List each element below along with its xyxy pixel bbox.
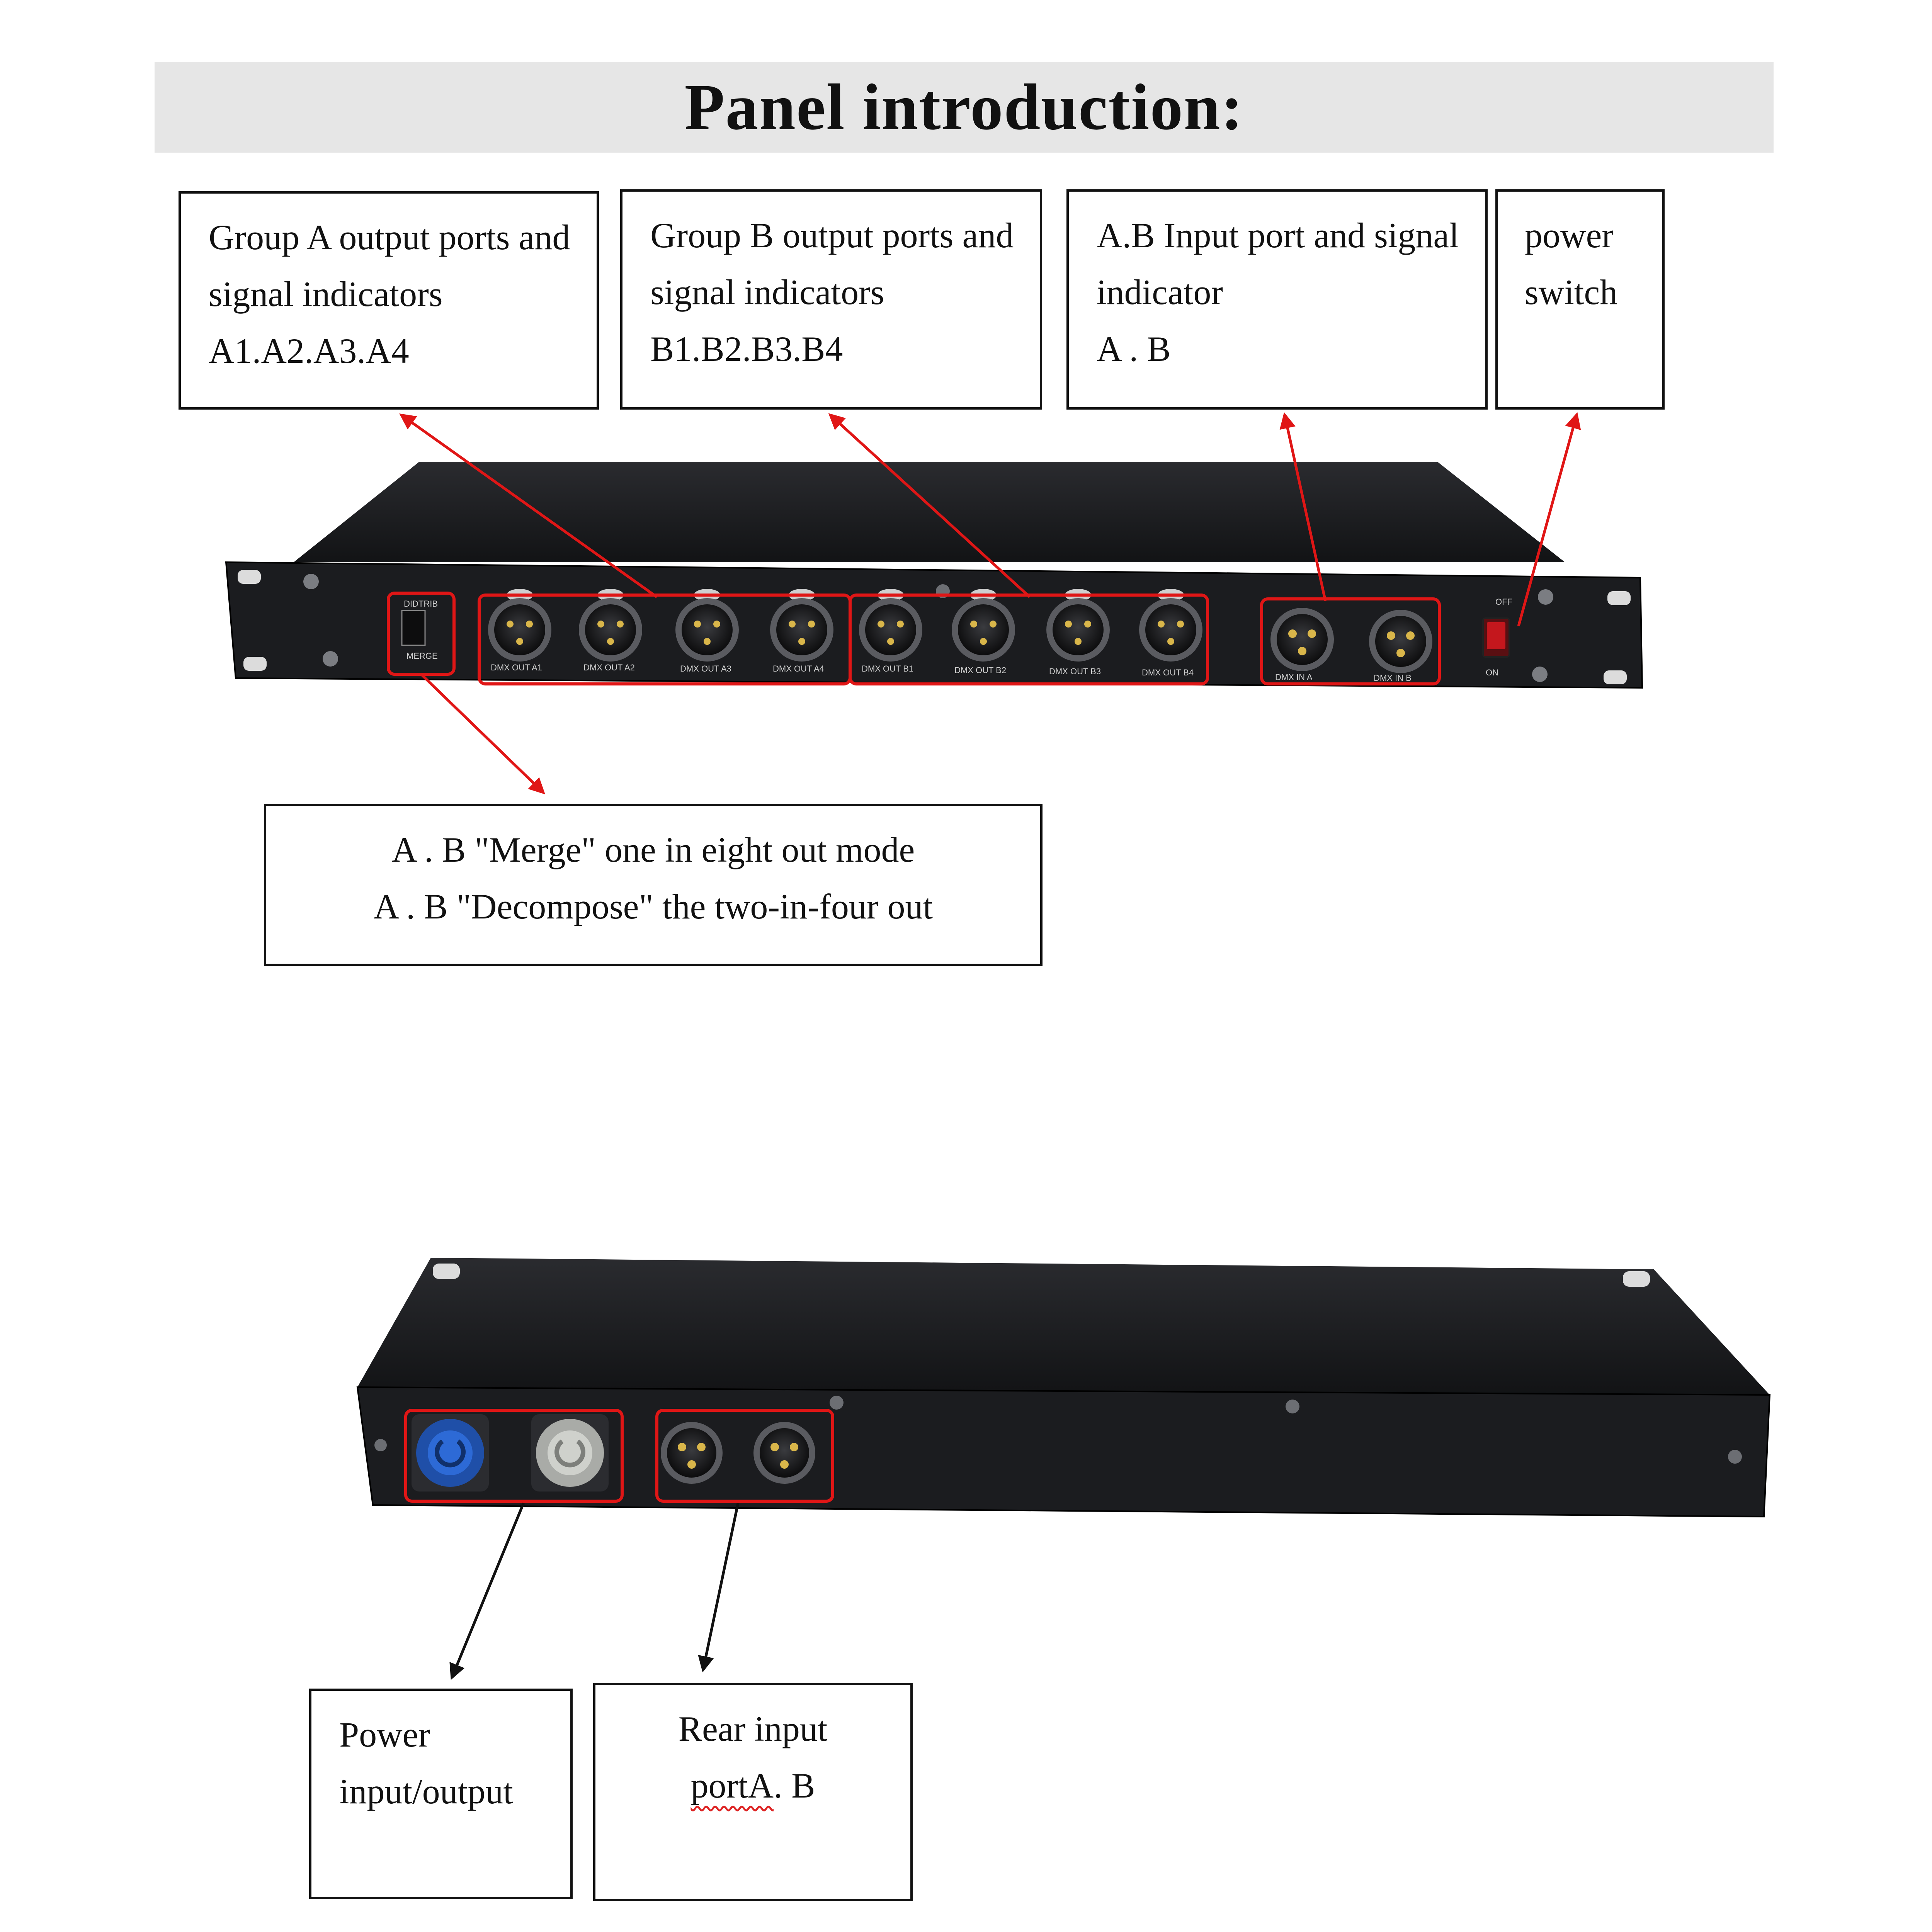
out-label: DMX OUT B1 bbox=[862, 664, 913, 673]
in-label: DMX IN B bbox=[1374, 673, 1412, 683]
dmx-out-b1 bbox=[859, 589, 922, 662]
callout-line: Rear input bbox=[678, 1709, 828, 1748]
out-label: DMX OUT B2 bbox=[954, 665, 1006, 675]
callout-line: signal indicators bbox=[650, 272, 884, 312]
out-label: DMX OUT A4 bbox=[773, 664, 824, 673]
title-bar: Panel introduction: bbox=[155, 62, 1774, 153]
rack-ear-slot bbox=[433, 1264, 460, 1279]
highlight-power-io bbox=[404, 1409, 624, 1503]
out-label: DMX OUT A3 bbox=[680, 664, 731, 673]
callout-rear-input: Rear input portA. B bbox=[593, 1683, 913, 1901]
dmx-out-b4 bbox=[1139, 589, 1202, 662]
callout-word: portA bbox=[690, 1766, 774, 1806]
rear-xlr-b bbox=[753, 1422, 815, 1484]
dmx-out-a2 bbox=[579, 589, 642, 662]
off-label: OFF bbox=[1495, 597, 1512, 607]
out-label: DMX OUT A2 bbox=[583, 663, 635, 672]
callout-group-a: Group A output ports and signal indicato… bbox=[179, 191, 599, 410]
callout-mode: A . B "Merge" one in eight out mode A . … bbox=[264, 804, 1043, 966]
callout-power-io: Power input/output bbox=[309, 1689, 573, 1899]
arrow-ab-input bbox=[1279, 412, 1327, 601]
mode-switch bbox=[401, 610, 426, 646]
out-label: DMX OUT A1 bbox=[491, 663, 542, 672]
highlight-inputs bbox=[1260, 597, 1441, 685]
in-label: DMX IN A bbox=[1275, 672, 1313, 682]
out-label: DMX OUT B3 bbox=[1049, 667, 1101, 676]
dmx-out-a1 bbox=[488, 589, 551, 662]
arrow-power-switch bbox=[1517, 412, 1581, 626]
powercon-out bbox=[531, 1414, 609, 1492]
rack-ear-slot bbox=[1607, 591, 1631, 605]
callout-line: input/output bbox=[339, 1772, 513, 1811]
power-rocker-face bbox=[1487, 622, 1505, 649]
dmx-in-a bbox=[1270, 608, 1334, 671]
front-top-face bbox=[294, 462, 1565, 562]
rear-top-face bbox=[357, 1258, 1770, 1395]
rack-ear-slot bbox=[1604, 670, 1627, 684]
callout-line: switch bbox=[1525, 272, 1618, 312]
arrow-group-a bbox=[399, 413, 658, 598]
out-label: DMX OUT B4 bbox=[1142, 668, 1194, 677]
dmx-in-b bbox=[1369, 610, 1432, 673]
callout-line: portA. B bbox=[595, 1757, 910, 1814]
callout-line: Group B output ports and bbox=[650, 216, 1014, 255]
switch-top-label: DIDTRIB bbox=[404, 599, 438, 609]
switch-bottom-label: MERGE bbox=[406, 651, 438, 661]
dmx-out-a4 bbox=[770, 589, 833, 662]
dmx-out-b3 bbox=[1046, 589, 1110, 662]
callout-line: power bbox=[1525, 216, 1614, 255]
callout-line: B1.B2.B3.B4 bbox=[650, 329, 843, 369]
rear-screw bbox=[1728, 1450, 1742, 1464]
arrow-power-io bbox=[449, 1502, 525, 1680]
callout-power-switch: power switch bbox=[1495, 189, 1665, 410]
callout-line: Group A output ports and bbox=[209, 218, 570, 257]
callout-line: A . B bbox=[1097, 329, 1171, 369]
rear-screw bbox=[374, 1439, 387, 1451]
callout-line: signal indicators bbox=[209, 274, 443, 314]
arrow-rear-input bbox=[698, 1503, 740, 1673]
callout-ab-input: A.B Input port and signal indicator A . … bbox=[1066, 189, 1488, 410]
on-label: ON bbox=[1486, 668, 1498, 677]
highlight-rear-input bbox=[655, 1409, 834, 1503]
front-screw bbox=[323, 651, 338, 667]
front-screw bbox=[1538, 589, 1553, 605]
rear-screw bbox=[830, 1396, 844, 1410]
rear-screw bbox=[1286, 1400, 1299, 1413]
front-screw bbox=[1532, 667, 1548, 682]
powercon-in bbox=[412, 1414, 489, 1492]
front-face bbox=[225, 561, 1643, 689]
arrow-group-b bbox=[828, 413, 1031, 598]
callout-line: A1.A2.A3.A4 bbox=[209, 331, 409, 371]
callout-group-b: Group B output ports and signal indicato… bbox=[620, 189, 1042, 410]
rear-xlr-a bbox=[661, 1422, 723, 1484]
callout-word: . B bbox=[774, 1766, 815, 1806]
arrow-mode bbox=[420, 673, 546, 794]
callout-line: A . B "Decompose" the two-in-four out bbox=[373, 887, 933, 927]
callout-line: indicator bbox=[1097, 272, 1223, 312]
rack-ear-slot bbox=[243, 657, 267, 671]
rack-ear-slot bbox=[238, 570, 261, 584]
rack-ear-slot bbox=[1623, 1271, 1650, 1287]
dmx-out-a3 bbox=[675, 589, 739, 662]
front-screw bbox=[303, 574, 319, 589]
page-title: Panel introduction: bbox=[684, 71, 1244, 143]
front-device: DIDTRIB MERGE bbox=[225, 462, 1643, 689]
callout-line: A.B Input port and signal bbox=[1097, 216, 1459, 255]
rear-face bbox=[356, 1386, 1771, 1518]
rear-device bbox=[356, 1258, 1771, 1518]
callout-line: Power bbox=[339, 1715, 430, 1754]
callout-line: A . B "Merge" one in eight out mode bbox=[391, 830, 915, 869]
